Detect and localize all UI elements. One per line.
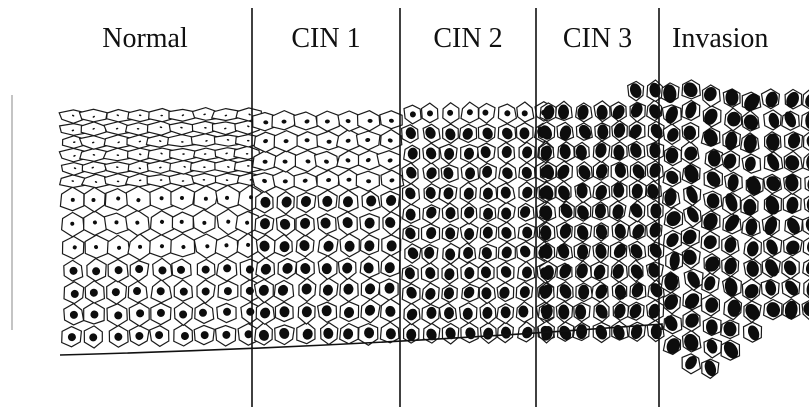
- nucleus: [682, 163, 701, 185]
- cell: [169, 122, 194, 134]
- stage-label-cin1: CIN 1: [253, 22, 399, 56]
- nucleus: [246, 153, 249, 155]
- nucleus: [558, 105, 569, 120]
- stage-label-cin2: CIN 2: [401, 22, 535, 56]
- nucleus: [327, 140, 332, 144]
- stage-label-cin3: CIN 3: [537, 22, 658, 56]
- cell: [80, 109, 108, 122]
- cell: [62, 163, 86, 176]
- cell: [169, 173, 196, 186]
- cell: [147, 121, 172, 135]
- cell: [191, 160, 218, 172]
- stage-label-invasion: Invasion: [660, 22, 809, 56]
- stage-label-normal: Normal: [40, 22, 250, 56]
- nucleus: [427, 110, 433, 116]
- nucleus: [744, 174, 763, 197]
- nucleus: [702, 254, 722, 275]
- cell: [212, 109, 240, 121]
- cell: [82, 162, 107, 174]
- nucleus: [613, 183, 624, 198]
- cell: [216, 173, 241, 185]
